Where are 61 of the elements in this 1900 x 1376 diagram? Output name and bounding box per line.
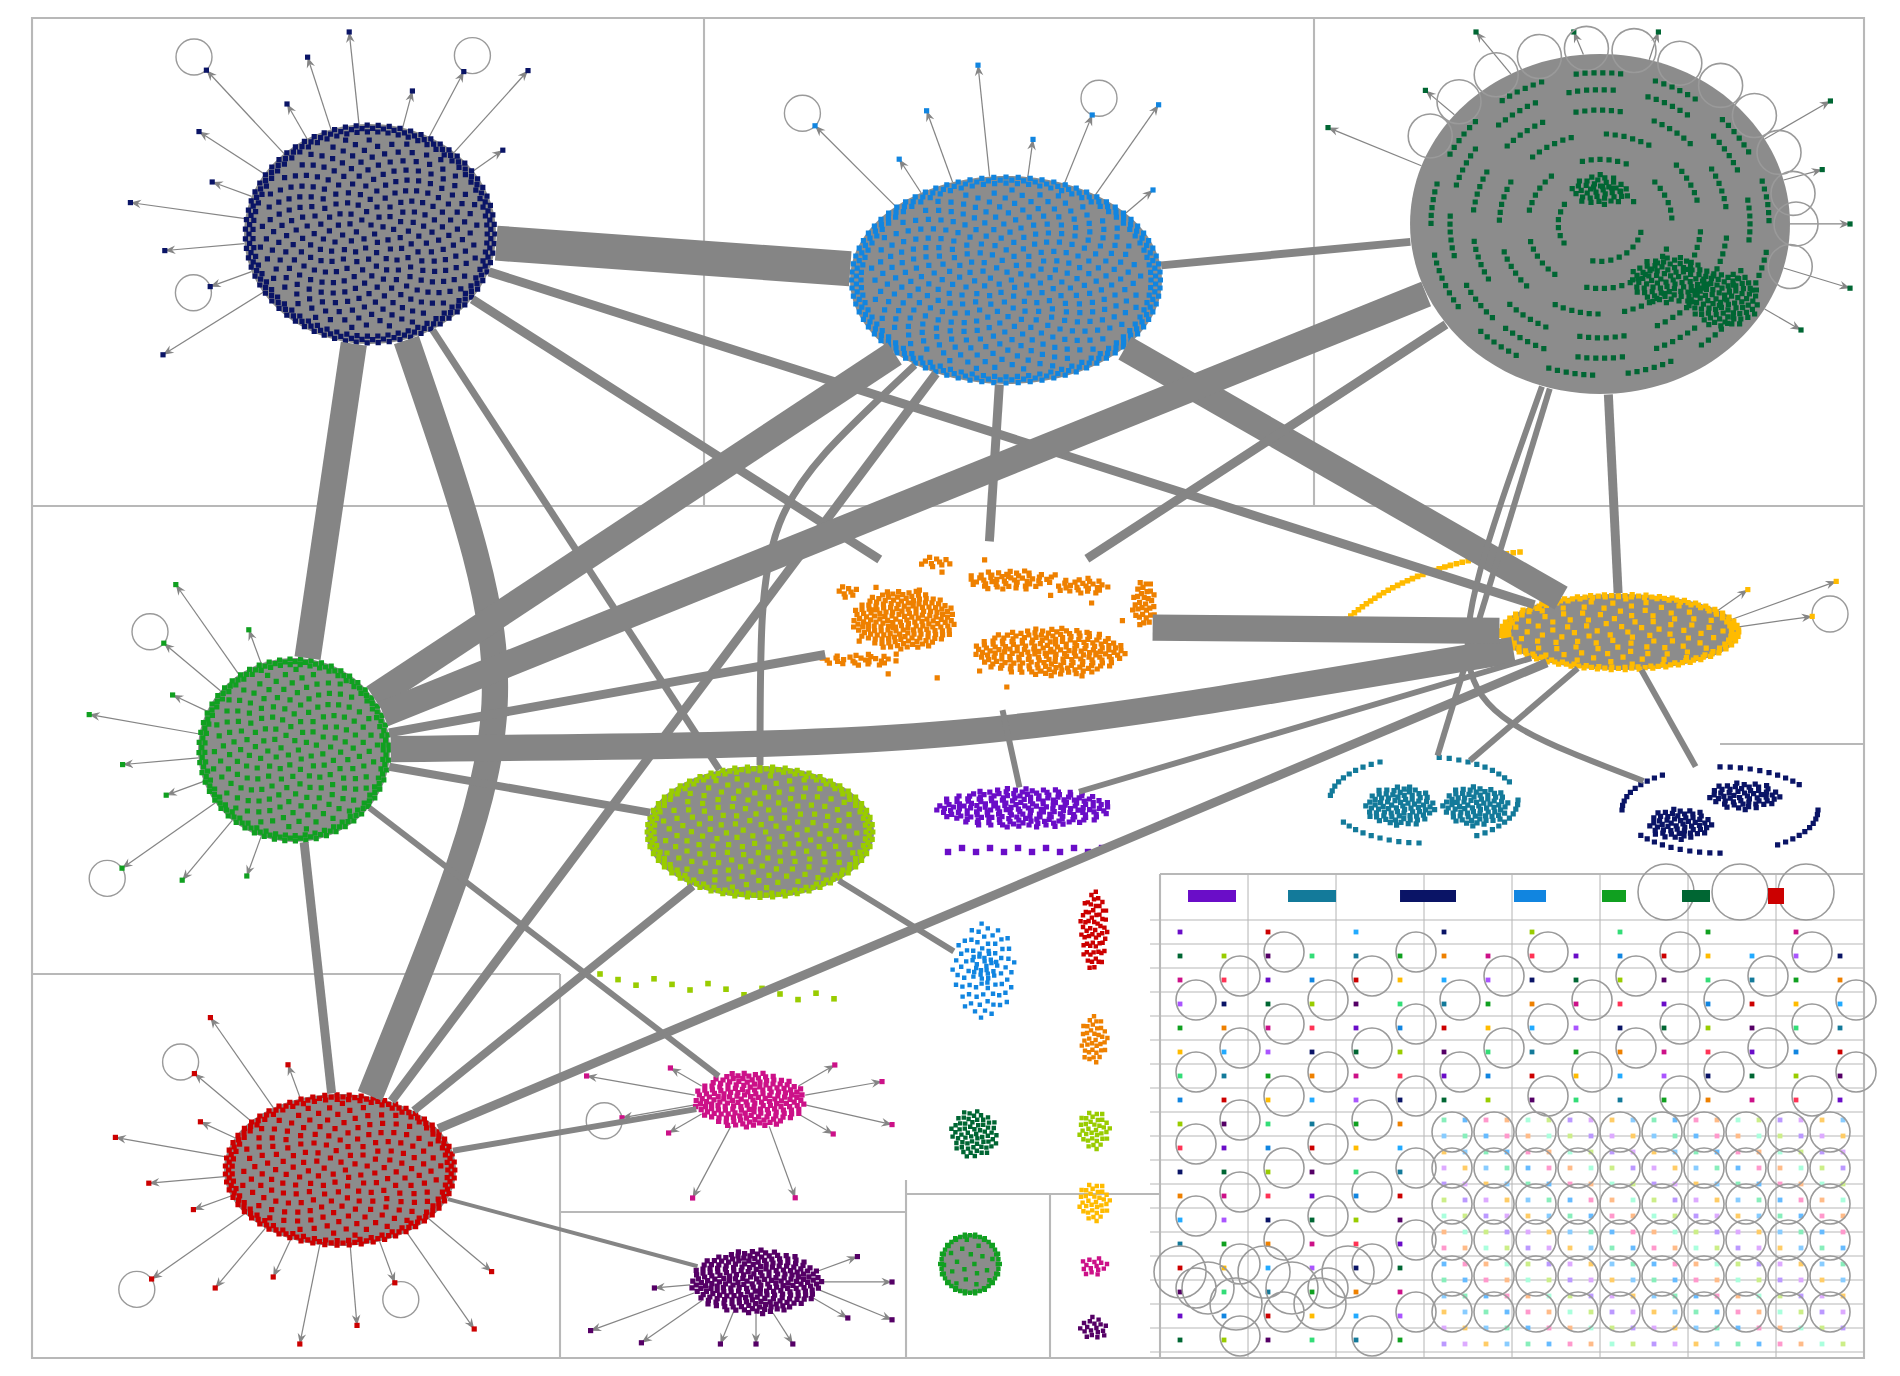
edge-bundle <box>469 295 883 564</box>
edge-bundle <box>378 281 1432 727</box>
edge-bundle <box>495 225 852 287</box>
dot-cluster <box>196 656 392 844</box>
edge-bundle <box>429 328 723 772</box>
dot-bar <box>1188 890 1236 902</box>
edge-bundle <box>984 384 1004 542</box>
edge-bundle <box>367 805 721 1079</box>
edge-bundle <box>1467 665 1580 763</box>
edge-bundle <box>1084 320 1449 563</box>
dot-cluster <box>693 1070 807 1130</box>
dot-bar <box>1514 890 1546 902</box>
dot-cluster <box>949 1109 999 1159</box>
dot-bar <box>1768 888 1784 904</box>
dot-bar <box>1288 890 1336 902</box>
dot-cluster <box>1079 1014 1110 1065</box>
edge-bundle <box>1118 336 1568 610</box>
edge-bundle <box>1464 385 1645 784</box>
edge-bundle <box>411 882 696 1114</box>
dot-cluster <box>938 1232 1002 1296</box>
dot-bar <box>1682 890 1710 902</box>
edge-bundle <box>1078 655 1533 795</box>
dot-cluster <box>1078 1314 1108 1340</box>
edge-bundle <box>299 841 337 1094</box>
dot-cluster <box>1407 25 1819 394</box>
dot-cluster <box>1498 591 1742 673</box>
dot-cluster <box>644 764 876 900</box>
dot-cluster <box>689 1247 825 1317</box>
edge-bundle <box>1160 237 1411 270</box>
edge-bundle <box>388 762 651 817</box>
dot-cluster <box>222 1092 458 1248</box>
edge-bundle <box>447 1197 699 1269</box>
dot-cluster <box>1619 764 1821 856</box>
edge-bundle <box>756 362 918 766</box>
edge-bundle <box>1638 668 1699 769</box>
dot-cluster <box>1078 889 1110 970</box>
dot-cluster <box>1077 1182 1112 1224</box>
dot-cluster <box>934 786 1111 830</box>
edge-bundle <box>357 335 508 1101</box>
edge-bundle <box>1152 614 1500 644</box>
dot-cluster <box>819 554 1157 690</box>
edge-bundle <box>837 877 956 954</box>
edge-bundle <box>487 267 1536 609</box>
dot-cluster <box>1080 1256 1110 1277</box>
edge-bundle <box>452 1106 697 1154</box>
dot-bar <box>1602 890 1626 902</box>
dot-cluster <box>242 122 498 346</box>
dot-cluster <box>950 921 1017 1020</box>
dot-cluster <box>1077 1110 1112 1152</box>
edge-bundle <box>387 370 940 1104</box>
edge-bundle <box>366 342 902 709</box>
edge-bundle <box>1434 387 1553 757</box>
edge-bundle <box>294 341 367 661</box>
edge-bundle <box>999 709 1023 788</box>
edge-bundle <box>388 650 826 738</box>
dot-cluster <box>1327 754 1521 846</box>
edge-bundle <box>1603 394 1623 594</box>
dot-bar <box>1400 890 1456 902</box>
edge-bundle <box>436 658 1549 1133</box>
edge-bundle <box>390 637 1516 763</box>
dot-cluster <box>849 174 1163 386</box>
